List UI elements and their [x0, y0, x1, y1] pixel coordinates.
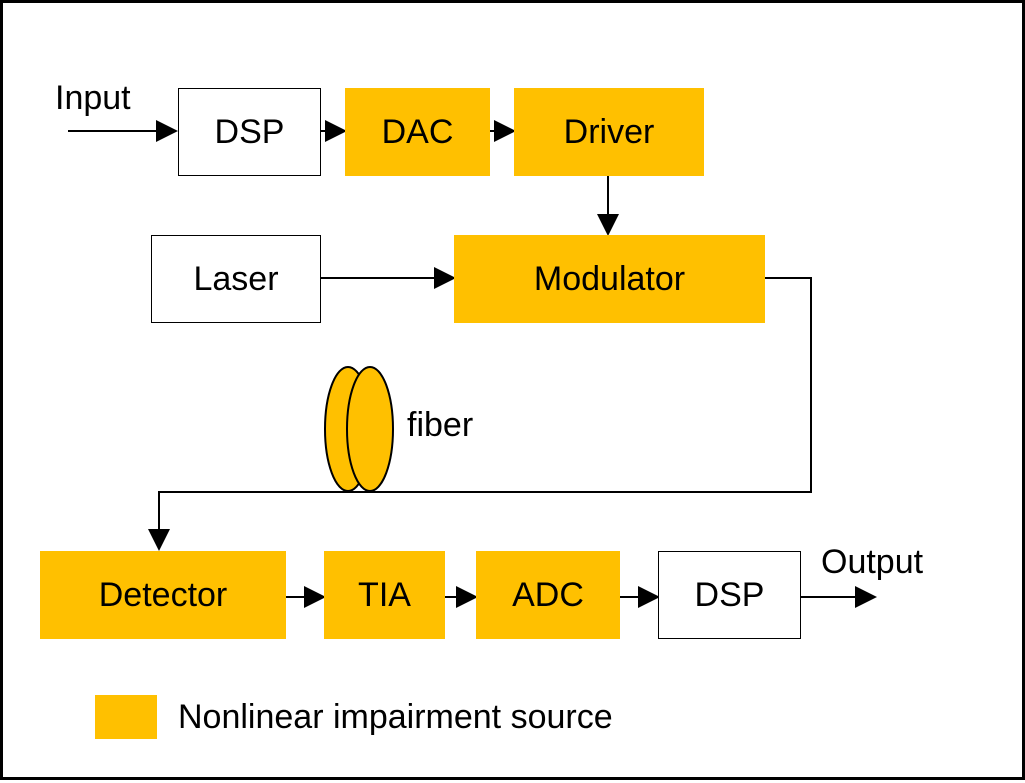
fiber-label: fiber: [407, 406, 474, 444]
fiber-link-path: [148, 277, 812, 551]
driver-block: Driver: [514, 88, 704, 176]
detector-block: Detector: [40, 551, 286, 639]
fiber-spool-icon: [324, 366, 394, 492]
legend-label: Nonlinear impairment source: [178, 698, 613, 736]
legend-swatch: [95, 695, 157, 739]
adc-block: ADC: [476, 551, 620, 639]
dsp-rx-block: DSP: [658, 551, 801, 639]
tia-block: TIA: [324, 551, 445, 639]
modulator-block: Modulator: [454, 235, 765, 323]
input-label: Input: [55, 79, 131, 117]
output-label: Output: [821, 543, 924, 581]
dsp-tx-block: DSP: [178, 88, 321, 176]
connection-lines: [68, 120, 877, 608]
laser-block: Laser: [151, 235, 321, 323]
dac-block: DAC: [345, 88, 490, 176]
